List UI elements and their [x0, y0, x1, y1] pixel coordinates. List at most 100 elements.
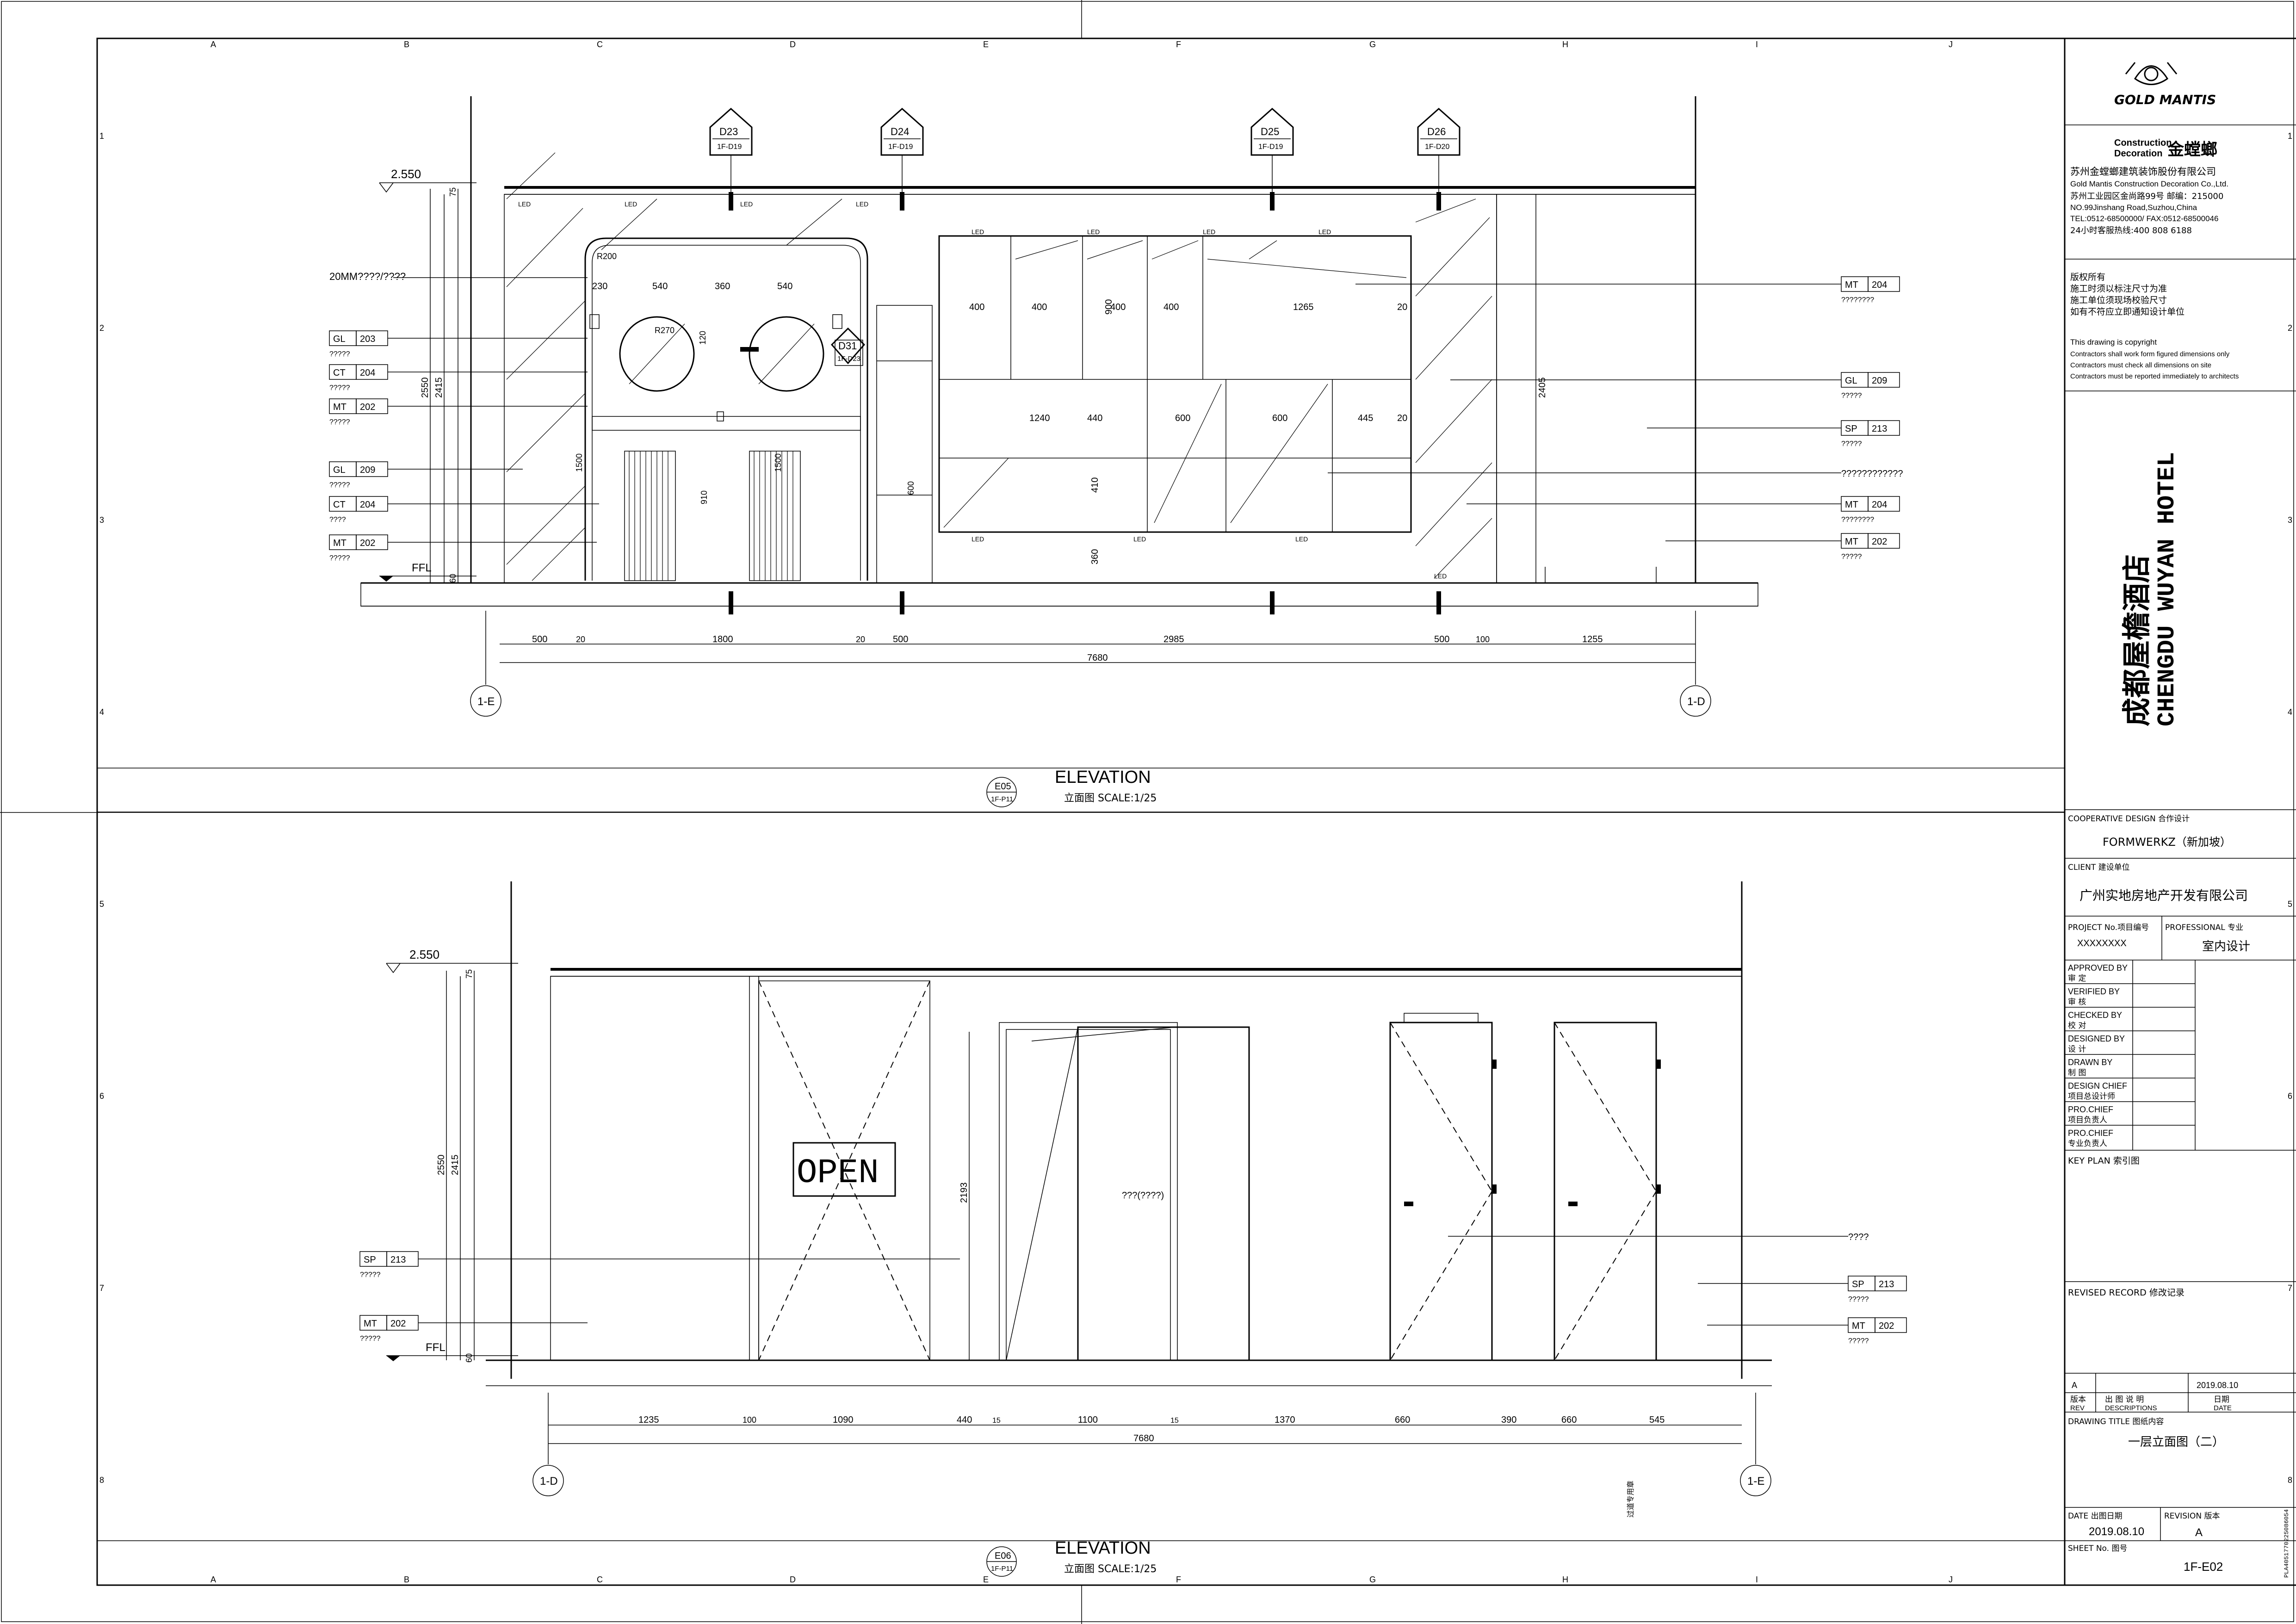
svg-text:CHECKED BY: CHECKED BY	[2068, 1010, 2122, 1020]
svg-text:500: 500	[532, 634, 547, 645]
copyright-en-1: This drawing is copyright	[2070, 338, 2157, 347]
svg-text:2415: 2415	[450, 1155, 460, 1176]
svg-text:MT: MT	[1845, 537, 1858, 547]
svg-text:7: 7	[2288, 1283, 2292, 1293]
svg-text:D31: D31	[838, 340, 857, 352]
grid-col-j: J	[1949, 40, 1953, 49]
svg-text:LED: LED	[856, 200, 868, 208]
copyright-en-3: Contractors must check all dimensions on…	[2070, 361, 2211, 369]
svg-text:H: H	[1562, 1575, 1568, 1584]
svg-text:1: 1	[2288, 131, 2292, 141]
grid-col-i: I	[1756, 40, 1758, 49]
svg-text:SP: SP	[364, 1255, 376, 1265]
svg-text:600: 600	[1175, 413, 1190, 423]
svg-text:FFL: FFL	[426, 1341, 446, 1354]
svg-text:GL: GL	[1845, 376, 1857, 386]
svg-text:?????: ?????	[1848, 1337, 1869, 1345]
svg-text:100: 100	[743, 1415, 756, 1425]
grid-col-g: G	[1369, 40, 1376, 49]
copyright-en-4: Contractors must be reported immediately…	[2070, 372, 2239, 380]
svg-text:202: 202	[360, 538, 375, 548]
glass-door	[758, 980, 930, 1361]
svg-text:LED: LED	[740, 200, 753, 208]
svg-text:LED: LED	[972, 228, 984, 236]
revised-label: REVISED RECORD 修改记录	[2068, 1288, 2185, 1298]
svg-text:SP: SP	[1845, 424, 1857, 434]
axis-bubble-top-left	[470, 685, 501, 717]
grid-col-a: A	[210, 40, 216, 49]
grid-col-h: H	[1562, 40, 1568, 49]
svg-text:204: 204	[360, 500, 375, 510]
svg-text:203: 203	[360, 334, 375, 344]
grid-letters-top: A B C D E F G H I J	[210, 40, 1953, 49]
svg-text:D26: D26	[1427, 126, 1446, 137]
svg-text:15: 15	[992, 1417, 1001, 1425]
professional-value: 室内设计	[2202, 940, 2250, 954]
svg-text:LED: LED	[518, 200, 531, 208]
svg-text:202: 202	[360, 402, 375, 412]
svg-text:440: 440	[1087, 413, 1102, 423]
svg-text:LED: LED	[625, 200, 637, 208]
svg-text:D23: D23	[719, 126, 738, 137]
project-title-vertical: 成都屋檐酒店 CHENGDU WUYAN HOTEL	[2120, 452, 2181, 726]
svg-text:213: 213	[1879, 1279, 1894, 1289]
svg-text:DATE: DATE	[2214, 1404, 2232, 1412]
svg-text:2.550: 2.550	[391, 167, 421, 181]
led-strip-top: LED LED LED LED LED LED LED LED LED LED …	[518, 200, 1447, 580]
svg-text:7680: 7680	[1087, 653, 1108, 663]
company-tel: TEL:0512-68500000/ FAX:0512-68500046	[2070, 214, 2218, 223]
svg-text:8: 8	[99, 1475, 104, 1485]
svg-text:1F-D19: 1F-D19	[888, 143, 913, 151]
svg-text:8: 8	[2288, 1475, 2292, 1485]
elevation-bottom: E06 1F-P11 ELEVATION 立面图 SCALE:1/25 OPEN…	[97, 881, 2065, 1577]
svg-text:I: I	[1756, 1575, 1758, 1584]
svg-text:213: 213	[1872, 424, 1887, 434]
drawing-title-value: 一层立面图（二）	[2128, 1435, 2224, 1449]
key-plan-label: KEY PLAN 索引图	[2068, 1156, 2140, 1166]
sheet-label: SHEET No. 图号	[2068, 1544, 2127, 1553]
svg-text:7: 7	[99, 1283, 104, 1293]
svg-text:设 计: 设 计	[2068, 1045, 2086, 1054]
client-label: CLIENT 建设单位	[2068, 863, 2130, 872]
project-no-value: XXXXXXXX	[2077, 938, 2127, 948]
svg-text:D25: D25	[1261, 126, 1279, 137]
svg-text:20: 20	[1397, 413, 1407, 423]
drawing-title-label: DRAWING TITLE 图纸内容	[2068, 1417, 2164, 1426]
svg-text:15: 15	[1170, 1417, 1179, 1425]
svg-text:MT: MT	[1845, 280, 1858, 290]
svg-text:LED: LED	[1133, 535, 1146, 543]
svg-text:100: 100	[1476, 635, 1490, 644]
grid-col-d: D	[790, 40, 796, 49]
svg-text:4: 4	[99, 707, 104, 717]
svg-text:?????: ?????	[329, 384, 350, 392]
svg-text:2405: 2405	[1537, 378, 1547, 398]
level-marker-top: 2.550	[379, 167, 477, 193]
svg-text:APPROVED BY: APPROVED BY	[2068, 963, 2128, 973]
svg-text:5: 5	[99, 899, 104, 909]
svg-text:209: 209	[360, 465, 375, 475]
svg-text:600: 600	[1272, 413, 1287, 423]
svg-text:1-D: 1-D	[540, 1475, 558, 1488]
svg-text:2985: 2985	[1163, 634, 1184, 645]
brand-cn: 金螳螂	[2167, 140, 2217, 159]
side-code: PLA4051770225086054	[2283, 1509, 2290, 1578]
svg-text:5: 5	[2288, 899, 2292, 909]
svg-text:1235: 1235	[638, 1415, 659, 1425]
round-mirror-right	[749, 316, 824, 392]
svg-text:?????: ?????	[1841, 553, 1862, 561]
project-title-en: CHENGDU WUYAN HOTEL	[2154, 452, 2181, 726]
elev-top-subtitle: 立面图 SCALE:1/25	[1064, 793, 1157, 804]
svg-text:440: 440	[957, 1415, 972, 1425]
svg-text:204: 204	[1872, 500, 1887, 510]
svg-text:LED: LED	[1203, 228, 1215, 236]
svg-text:60: 60	[448, 574, 458, 583]
svg-text:1255: 1255	[1582, 634, 1603, 645]
svg-text:审 核: 审 核	[2068, 998, 2086, 1007]
small-door-right	[1553, 1022, 1657, 1361]
svg-text:E05: E05	[995, 781, 1011, 792]
svg-text:2550: 2550	[436, 1155, 446, 1176]
svg-text:1F-D23: 1F-D23	[837, 355, 860, 363]
svg-text:专业负责人: 专业负责人	[2068, 1139, 2107, 1148]
svg-text:J: J	[1949, 1575, 1953, 1584]
svg-text:MT: MT	[1845, 500, 1858, 510]
